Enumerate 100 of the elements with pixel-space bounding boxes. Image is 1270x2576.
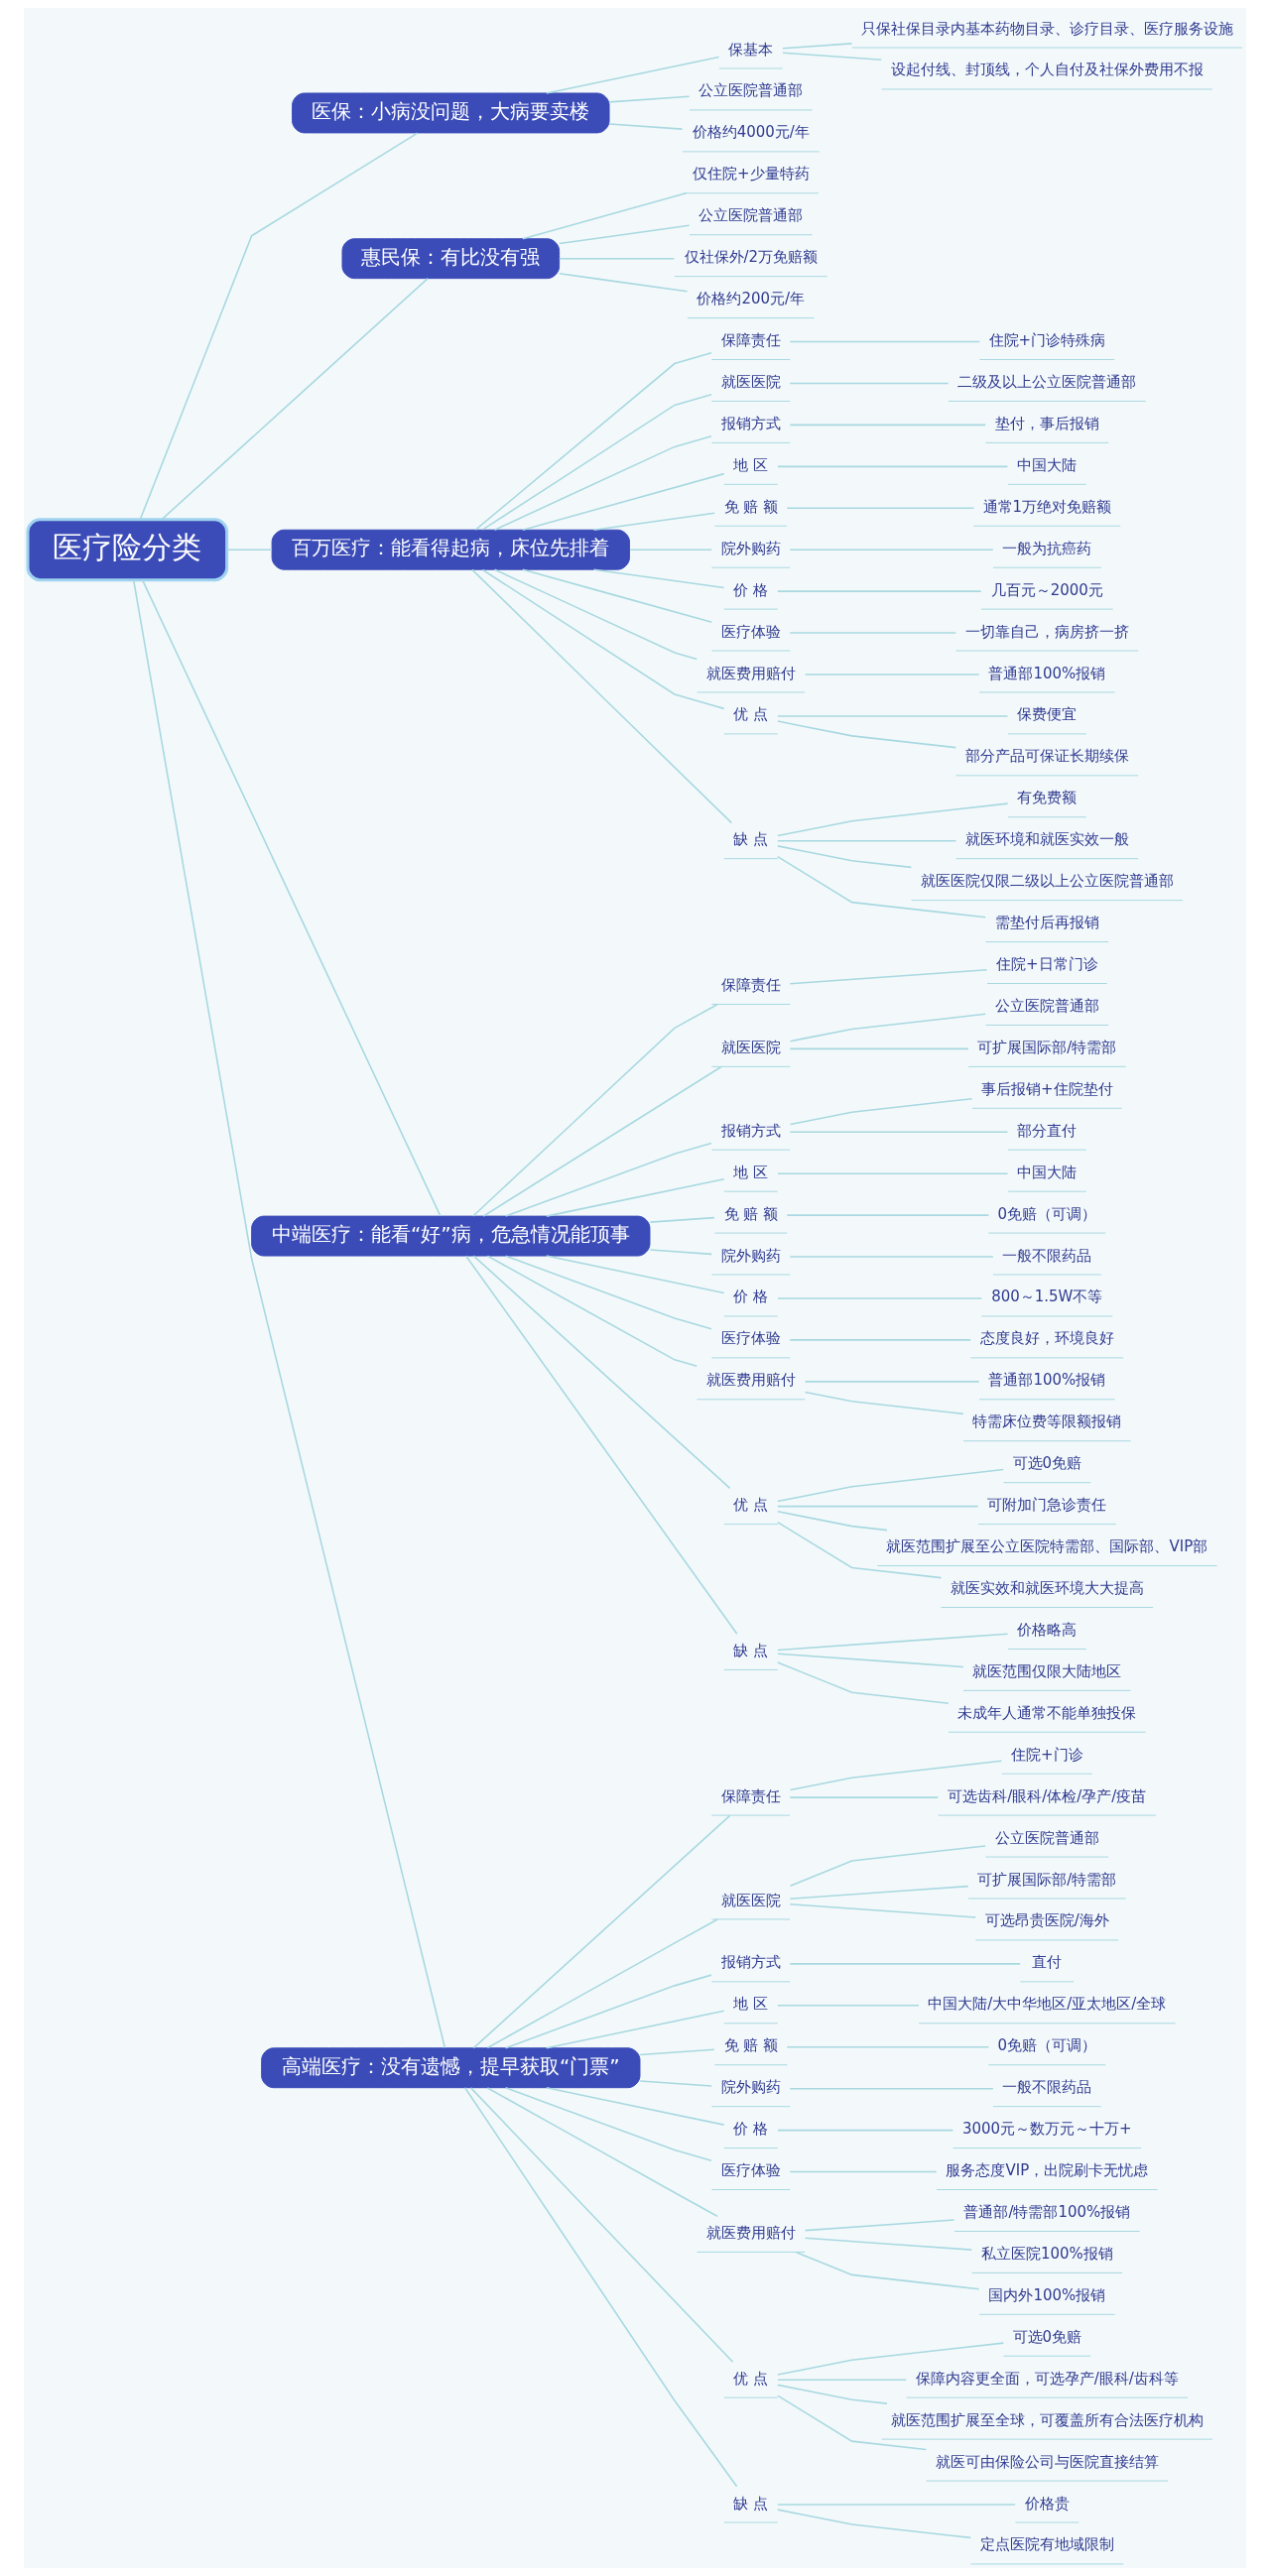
connector — [474, 352, 712, 531]
node-text: 普通部100%报销 — [988, 1371, 1106, 1390]
node-text: 就医医院仅限二级以上公立医院普通部 — [920, 872, 1174, 891]
node-box: 中端医疗：能看“好”病，危急情况能顶事 — [251, 1215, 651, 1257]
node-box: 百万医疗：能看得起病，床位先排着 — [271, 529, 630, 570]
connector — [465, 1255, 738, 1636]
connector — [777, 2129, 954, 2132]
connector — [777, 1297, 983, 1299]
connector — [777, 1468, 1005, 1503]
node-text: 需垫付后再报销 — [994, 914, 1099, 932]
connector — [777, 1505, 979, 1508]
node-text: 就医医院 — [720, 1891, 781, 1909]
connector — [481, 568, 725, 710]
node-box: 医保：小病没问题，大病要卖楼 — [292, 92, 610, 134]
node-text: 就医医院 — [720, 1038, 781, 1056]
node-text: 态度良好，环境良好 — [979, 1329, 1114, 1348]
connector — [789, 1885, 969, 1901]
connector — [789, 1131, 1009, 1134]
connector — [789, 1963, 1021, 1965]
node-text: 医疗体验 — [720, 2161, 781, 2180]
node-text: 免 赔 额 — [723, 497, 779, 516]
connector — [504, 1142, 712, 1217]
connector — [608, 123, 684, 130]
node-text: 部分直付 — [1017, 1121, 1078, 1140]
node-text: 通常1万绝对免赔额 — [982, 497, 1112, 516]
node-text: 中国大陆 — [1017, 455, 1078, 474]
connector — [789, 1845, 986, 1888]
node-text: 可附加门急诊责任 — [987, 1496, 1107, 1515]
connector — [795, 2251, 980, 2290]
connector — [469, 2087, 734, 2363]
connector — [639, 2080, 713, 2087]
connector — [504, 1255, 712, 1330]
connector — [592, 512, 716, 531]
node-text: 院外购药 — [720, 1246, 781, 1265]
connector — [481, 393, 712, 531]
node-text: 0免赔（可调） — [997, 1204, 1097, 1223]
node-text: 可选齿科/眼科/体检/孕产/疫苗 — [948, 1786, 1147, 1805]
node-text: 住院+门诊 — [1011, 1745, 1083, 1764]
node-text: 保费便宜 — [1017, 705, 1078, 724]
connector — [804, 1391, 964, 1415]
connector — [546, 1255, 725, 1294]
node-text: 可选0免赔 — [1012, 2327, 1082, 2346]
connector — [804, 1381, 980, 1383]
connector — [504, 2087, 712, 2162]
connector — [559, 257, 676, 260]
connector — [789, 1097, 973, 1126]
connector — [782, 43, 853, 50]
connector — [777, 1172, 1009, 1174]
connector — [777, 1521, 943, 1579]
connector — [472, 1255, 731, 1490]
node-text: 保障内容更全面，可选孕产/眼科/齿科等 — [915, 2369, 1179, 2388]
node-text: 报销方式 — [720, 1121, 781, 1140]
node-text: 地 区 — [733, 455, 769, 474]
node-text: 就医范围扩展至公立医院特需部、国际部、VIP部 — [886, 1537, 1208, 1556]
connector — [649, 1216, 715, 1223]
connector — [777, 2509, 972, 2539]
connector — [777, 802, 1009, 837]
connector — [486, 2087, 718, 2218]
connector — [777, 2394, 928, 2451]
node-text: 就医范围扩展至全球，可覆盖所有合法医疗机构 — [890, 2410, 1204, 2429]
connector — [786, 2045, 990, 2048]
node-text: 有免费额 — [1017, 789, 1078, 807]
node-text: 0免赔（可调） — [997, 2036, 1097, 2055]
connector — [777, 1653, 964, 1668]
node-text: 几百元～2000元 — [990, 580, 1103, 599]
connector — [559, 224, 691, 245]
node-text: 只保社保目录内基本药物目录、诊疗目录、医疗服务设施 — [860, 19, 1233, 38]
node-text: 私立医院100%报销 — [980, 2244, 1113, 2263]
node-text: 事后报销+住院垫付 — [981, 1079, 1113, 1098]
connector — [789, 2170, 938, 2173]
node-text: 价格约200元/年 — [697, 290, 806, 308]
connector — [777, 2342, 1005, 2376]
node-text: 设起付线、封顶线，个人自付及社保外费用不报 — [890, 61, 1204, 79]
node-text: 中国大陆/大中华地区/亚太地区/全球 — [928, 1995, 1167, 2014]
connector — [629, 549, 713, 551]
node-text: 国内外100%报销 — [988, 2285, 1106, 2304]
connector — [559, 273, 689, 293]
connector — [777, 1511, 888, 1532]
connector — [786, 1214, 990, 1216]
node-text: 就医范围仅限大陆地区 — [972, 1661, 1122, 1680]
node-text: 二级及以上公立医院普通部 — [957, 372, 1137, 391]
connector — [546, 1177, 725, 1217]
connector — [493, 568, 698, 661]
node-text: 免 赔 额 — [723, 2036, 779, 2055]
node-text: 仅住院+少量特药 — [693, 165, 810, 184]
connector — [472, 1814, 731, 2049]
node-text: 普通部100%报销 — [988, 664, 1106, 682]
node-text: 公立医院普通部 — [994, 1828, 1099, 1847]
node-text: 特需床位费等限额报销 — [972, 1412, 1122, 1431]
node-text: 住院+日常门诊 — [996, 955, 1098, 974]
node-text: 优 点 — [733, 705, 769, 724]
connector — [789, 549, 994, 551]
node-text: 可选昂贵医院/海外 — [984, 1911, 1109, 1930]
node-text: 保障责任 — [720, 331, 781, 350]
node-text: 可扩展国际部/特需部 — [977, 1038, 1117, 1056]
node-box: 高端医疗：没有遗憾，提早获取“门票” — [261, 2047, 641, 2089]
connector — [592, 568, 725, 589]
connector — [608, 95, 691, 103]
connector — [493, 434, 712, 531]
connector — [546, 56, 720, 94]
